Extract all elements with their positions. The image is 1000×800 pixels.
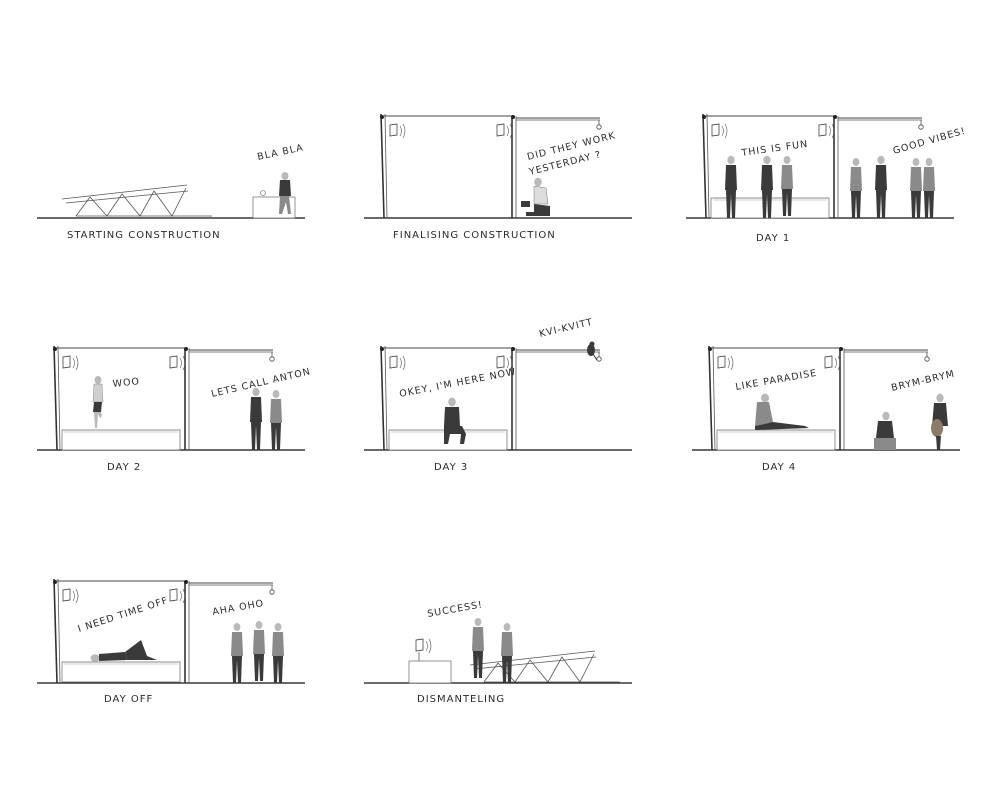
speaker-icon bbox=[390, 124, 405, 138]
panel-day-1: THIS IS FUN GOOD VIBES! DAY 1 bbox=[686, 114, 967, 244]
panel-day-2: WOO LETS CALL ANTON DAY 2 bbox=[37, 346, 312, 473]
panel-day-off: I NEED TIME OFF AHA OHO DAY OFF bbox=[37, 579, 305, 705]
panel-label: DISMANTELING bbox=[417, 694, 505, 705]
speech-this-is-fun: THIS IS FUN bbox=[740, 139, 809, 159]
sitting-worker-figure bbox=[521, 178, 550, 216]
truss-structure bbox=[62, 185, 212, 216]
speech-woo: WOO bbox=[112, 376, 140, 390]
bird-figure bbox=[587, 342, 597, 361]
speaker-icon bbox=[825, 356, 840, 370]
reclining-woman-figure bbox=[755, 394, 809, 431]
platform bbox=[62, 430, 180, 450]
standing-man-figure bbox=[250, 388, 262, 450]
panel-day-3: OKEY, I'M HERE NOW KVI-KVITT DAY 3 bbox=[364, 317, 632, 473]
crouching-person-figure bbox=[874, 412, 896, 450]
speaker-icon bbox=[63, 356, 78, 370]
panel-label: DAY 1 bbox=[756, 233, 790, 244]
worker-figure bbox=[501, 623, 513, 683]
crate bbox=[409, 661, 451, 683]
panel-day-4: LIKE PARADISE BRYM-BRYM DAY 4 bbox=[692, 346, 960, 473]
panel-dismanteling: SUCCESS! DISMANTELING bbox=[364, 599, 632, 705]
truss-structure bbox=[470, 651, 620, 682]
awning-frame bbox=[838, 118, 923, 129]
standing-woman-figure bbox=[253, 621, 265, 681]
violinist-figure bbox=[931, 394, 948, 450]
speech-lets-call-anton: LETS CALL ANTON bbox=[210, 366, 312, 400]
jumping-child-figure bbox=[93, 376, 103, 428]
panel-label: FINALISING CONSTRUCTION bbox=[393, 230, 556, 241]
cup bbox=[261, 191, 266, 196]
standing-woman-figure bbox=[231, 623, 243, 683]
speaker-icon bbox=[497, 124, 512, 138]
pavilion-frame bbox=[380, 114, 516, 218]
speech-okey-im-here-now: OKEY, I'M HERE NOW bbox=[398, 366, 517, 399]
standing-woman-figure bbox=[272, 623, 284, 683]
lying-man-figure bbox=[91, 640, 158, 662]
panel-starting-construction: BLA BLA STARTING CONSTRUCTION bbox=[37, 142, 305, 241]
awning-frame bbox=[516, 118, 601, 129]
speaker-icon bbox=[63, 589, 78, 603]
panel-label: DAY OFF bbox=[104, 694, 153, 705]
panel-label: DAY 3 bbox=[434, 462, 468, 473]
speech-brym-brym: BRYM-BRYM bbox=[890, 369, 956, 394]
speaker-icon bbox=[416, 639, 431, 653]
speech-bla-bla: BLA BLA bbox=[256, 142, 304, 163]
awning-frame bbox=[189, 350, 274, 361]
speech-like-paradise: LIKE PARADISE bbox=[735, 368, 818, 393]
speech-good-vibes: GOOD VIBES! bbox=[892, 126, 967, 157]
awning-frame bbox=[844, 350, 929, 361]
speech-i-need-time-off: I NEED TIME OFF bbox=[77, 595, 170, 635]
speech-kvi-kvitt: KVI-KVITT bbox=[538, 317, 594, 340]
speaker-icon bbox=[712, 124, 727, 138]
speech-aha-oho: AHA OHO bbox=[212, 598, 265, 618]
panel-label: STARTING CONSTRUCTION bbox=[67, 230, 221, 241]
panel-finalising-construction: DID THEY WORK YESTERDAY ? FINALISING CON… bbox=[364, 114, 632, 241]
speaker-icon bbox=[170, 589, 185, 603]
standing-woman-figure bbox=[270, 390, 282, 450]
awning-frame bbox=[189, 583, 274, 594]
speaker-icon bbox=[170, 356, 185, 370]
speaker-icon bbox=[390, 356, 405, 370]
panel-label: DAY 4 bbox=[762, 462, 796, 473]
platform bbox=[62, 662, 180, 682]
speaker-icon bbox=[718, 356, 733, 370]
panel-label: DAY 2 bbox=[107, 462, 141, 473]
speaker-icon bbox=[819, 124, 834, 138]
speech-success: SUCCESS! bbox=[427, 599, 484, 620]
platform bbox=[717, 430, 835, 450]
